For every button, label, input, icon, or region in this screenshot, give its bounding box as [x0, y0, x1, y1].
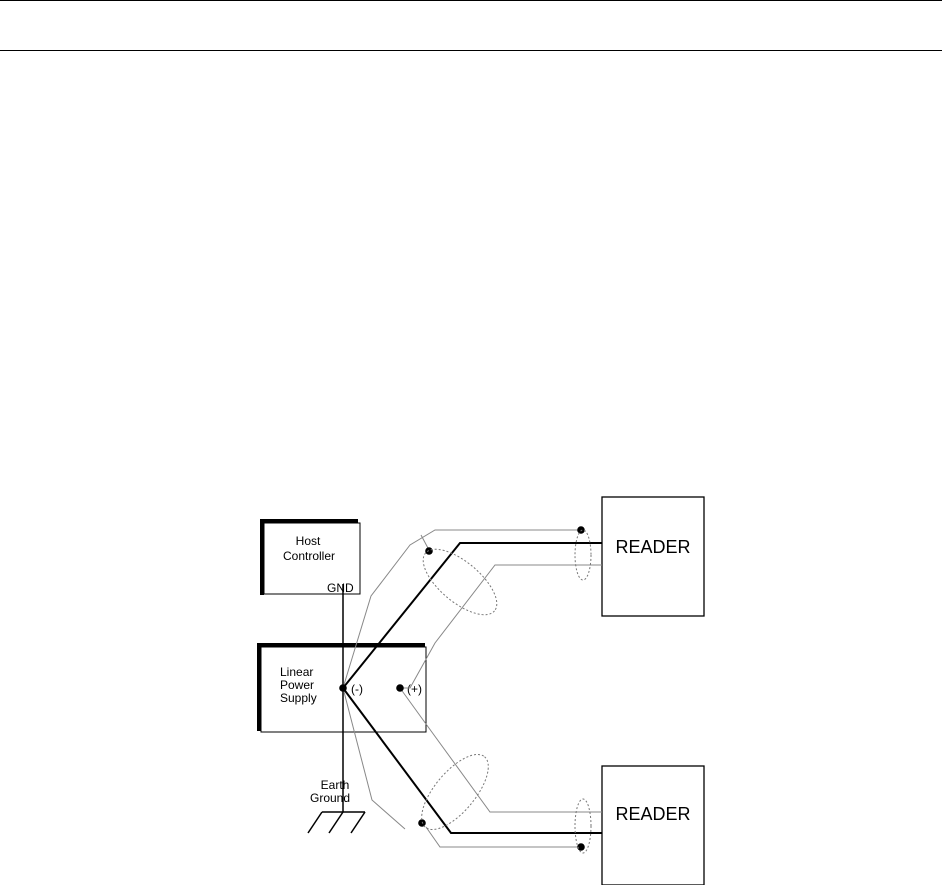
reader-top-box: READER — [602, 497, 704, 616]
earth-ground-label-1: Earth — [321, 778, 350, 792]
shield-wires — [343, 530, 602, 847]
shield-bottom-left-icon — [410, 744, 500, 840]
host-controller-label-1: Host — [296, 534, 321, 548]
reader-bottom-box: READER — [602, 766, 704, 885]
junction-dots — [339, 526, 585, 851]
pos-terminal-label: (+) — [407, 682, 422, 696]
power-supply-label-1: Linear — [280, 665, 313, 679]
neg-terminal-label: (-) — [351, 682, 363, 696]
node-pos-dot — [396, 684, 404, 692]
power-supply-label-2: Power — [280, 678, 314, 692]
gnd-terminal-label: GND — [327, 581, 354, 595]
power-supply-label-3: Supply — [280, 691, 317, 705]
shield-top-right-icon — [575, 530, 591, 580]
reader-top-label: READER — [615, 537, 690, 557]
drain-bottom-dot — [418, 819, 426, 827]
host-controller-box: Host Controller GND — [262, 521, 360, 595]
earth-ground-label-2: Ground — [310, 791, 350, 805]
reader-bottom-label: READER — [615, 804, 690, 824]
cable-shield-icons — [410, 530, 591, 853]
node-neg-dot — [339, 684, 347, 692]
reader-top-drain-dot — [577, 526, 585, 534]
host-controller-label-2: Controller — [283, 549, 335, 563]
earth-ground-icon — [308, 812, 365, 833]
power-neg-wires — [343, 543, 602, 833]
